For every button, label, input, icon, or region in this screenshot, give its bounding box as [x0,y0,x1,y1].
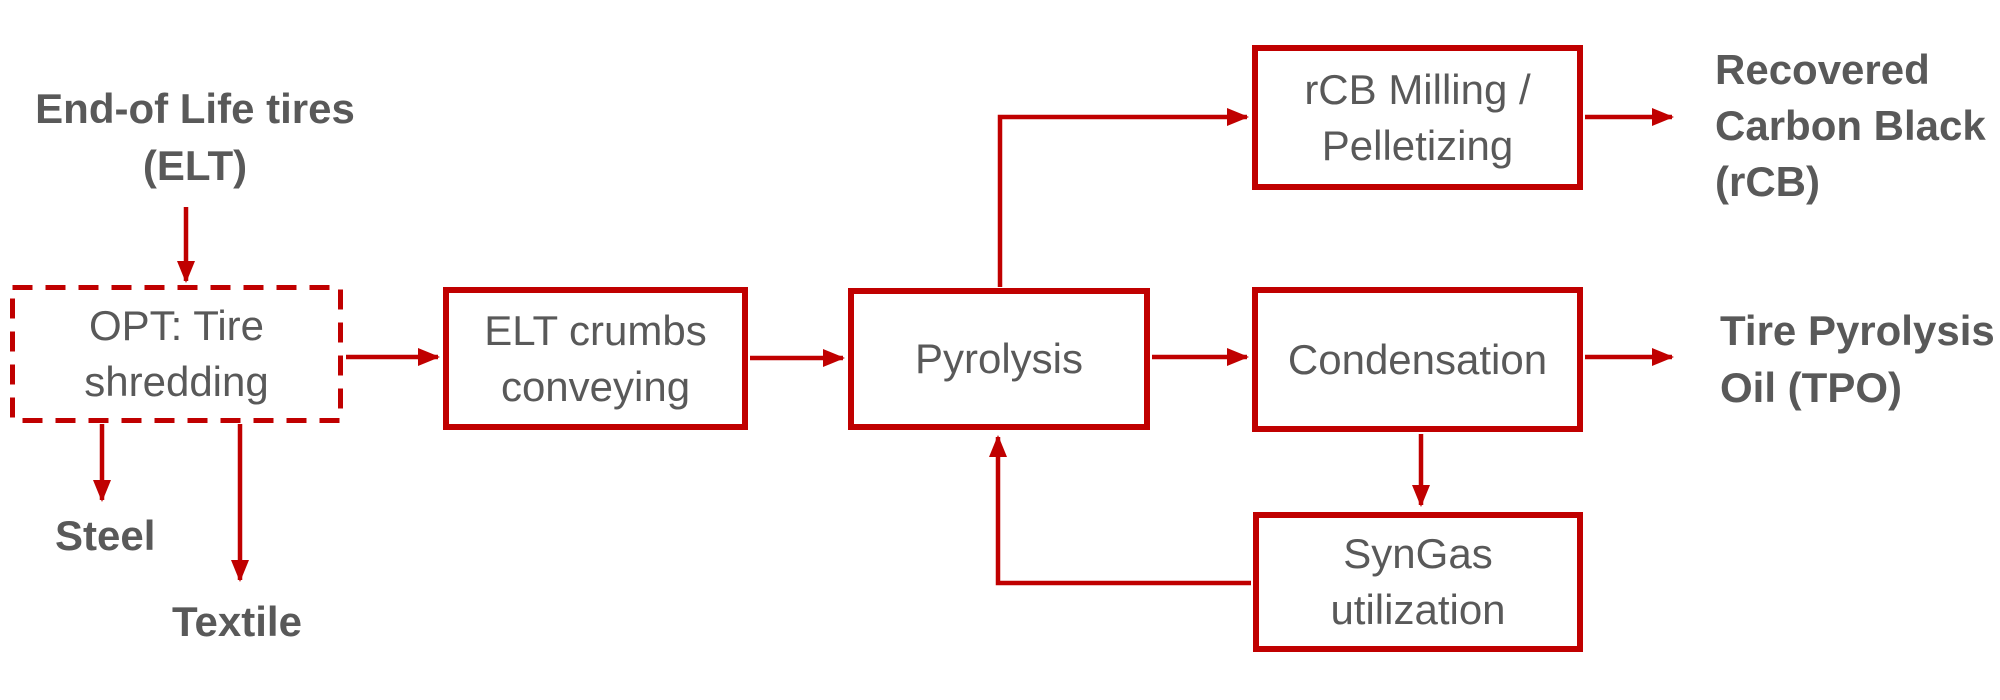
label-textile: Textile [172,598,302,645]
node-label-line: Condensation [1287,335,1548,383]
label-line: Carbon Black [1715,102,1986,149]
node-label-line: conveying [500,362,691,410]
node-label-line: rCB Milling / [1304,65,1531,113]
label-line: Oil (TPO) [1720,364,1902,411]
label-recovered-carbon-black: Recovered Carbon Black (rCB) [1715,42,1986,210]
node-condensation: Condensation [1252,287,1583,432]
node-pyrolysis: Pyrolysis [848,288,1150,430]
node-syngas-utilization: SynGas utilization [1253,512,1583,652]
label-line: (rCB) [1715,158,1820,205]
label-end-of-life-tires: End-of Life tires (ELT) [10,80,380,194]
node-opt-tire-shredding: OPT: Tire shredding [10,285,343,423]
node-label-line: shredding [84,358,269,405]
label-line: (ELT) [142,142,248,189]
node-rcb-milling-pelletizing: rCB Milling / Pelletizing [1252,45,1583,190]
node-label-line: utilization [1330,586,1506,633]
label-line: Recovered [1715,46,1930,93]
label-line: Tire Pyrolysis [1720,307,1995,354]
label-tire-pyrolysis-oil: Tire Pyrolysis Oil (TPO) [1720,302,1995,416]
label-line: End-of Life tires [35,85,355,132]
node-label-line: Pelletizing [1321,121,1514,169]
label-steel: Steel [55,512,156,559]
node-label-line: OPT: Tire [88,302,265,349]
node-label-line: ELT crumbs [484,306,707,354]
node-label-line: Pyrolysis [914,335,1084,382]
node-label-line: SynGas [1343,530,1493,577]
node-elt-crumbs-conveying: ELT crumbs conveying [443,287,748,430]
